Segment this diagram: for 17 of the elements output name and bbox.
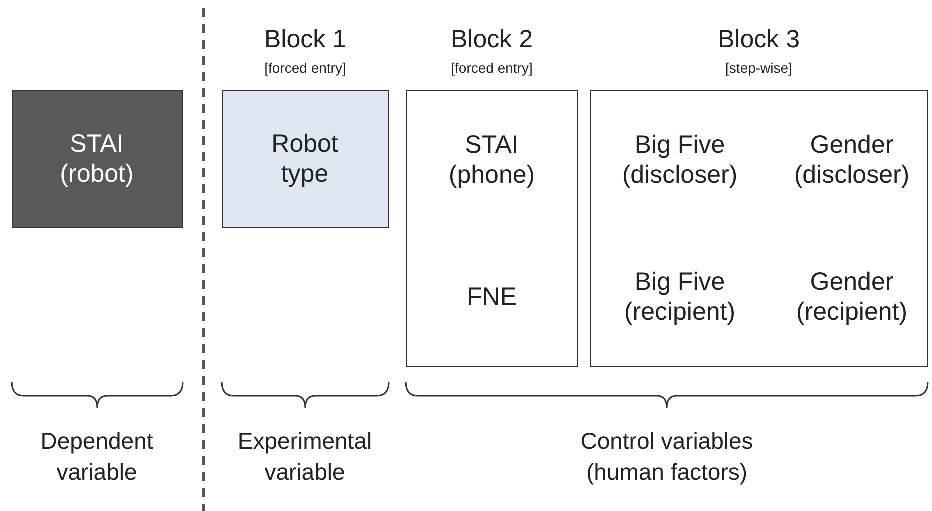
entry-method-label: [forced entry] bbox=[264, 60, 346, 76]
group-caption: Experimental variable bbox=[236, 427, 374, 487]
block-heading: Block 2 bbox=[451, 26, 533, 54]
block-heading: Block 3 bbox=[718, 26, 800, 54]
variable-label: FNE bbox=[466, 282, 518, 312]
variable-label: Big Five (discloser) bbox=[621, 130, 739, 190]
group-caption: Control variables (human factors) bbox=[580, 427, 754, 487]
entry-method-label: [step-wise] bbox=[726, 60, 792, 76]
variable-label: STAI (robot) bbox=[59, 129, 135, 189]
variable-label: Gender (discloser) bbox=[793, 130, 911, 190]
entry-method-label: [forced entry] bbox=[451, 60, 533, 76]
variable-label: Big Five (recipient) bbox=[623, 267, 737, 327]
variable-label: Gender (recipient) bbox=[795, 267, 909, 327]
variable-label: STAI (phone) bbox=[448, 130, 536, 190]
group-caption: Dependent variable bbox=[40, 427, 154, 487]
block-heading: Block 1 bbox=[264, 26, 346, 54]
variable-label: Robot type bbox=[270, 129, 340, 189]
